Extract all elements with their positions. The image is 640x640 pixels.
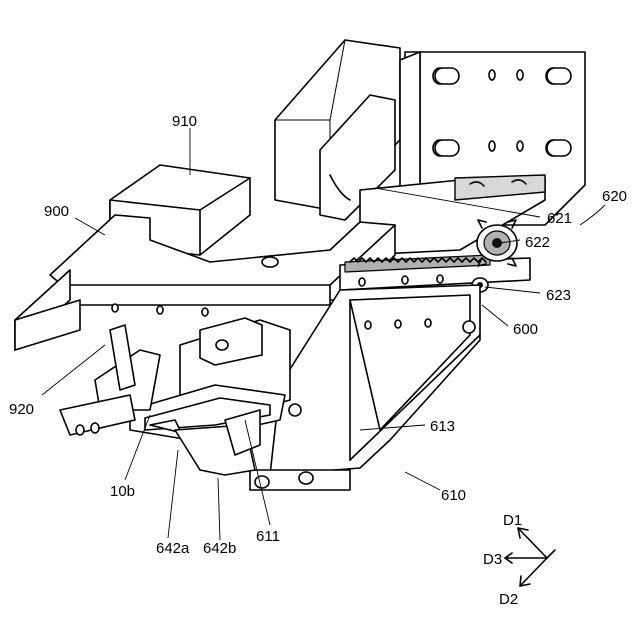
label-610: 610 [441,487,466,504]
label-910: 910 [172,113,197,130]
label-10b: 10b [110,483,135,500]
label-642a: 642a [156,540,190,557]
label-613: 613 [430,418,455,435]
label-623: 623 [546,287,571,304]
label-d2: D2 [499,591,518,608]
label-642b: 642b [203,540,236,557]
label-920: 920 [9,401,34,418]
direction-indicator [505,528,555,586]
label-d3: D3 [483,551,502,568]
label-900: 900 [44,203,69,220]
label-622: 622 [525,234,550,251]
label-d1: D1 [503,512,522,529]
gripper-carriage [60,318,301,475]
label-611: 611 [256,528,280,545]
label-621: 621 [547,210,572,227]
label-600: 600 [513,321,538,338]
label-620: 620 [602,188,627,205]
